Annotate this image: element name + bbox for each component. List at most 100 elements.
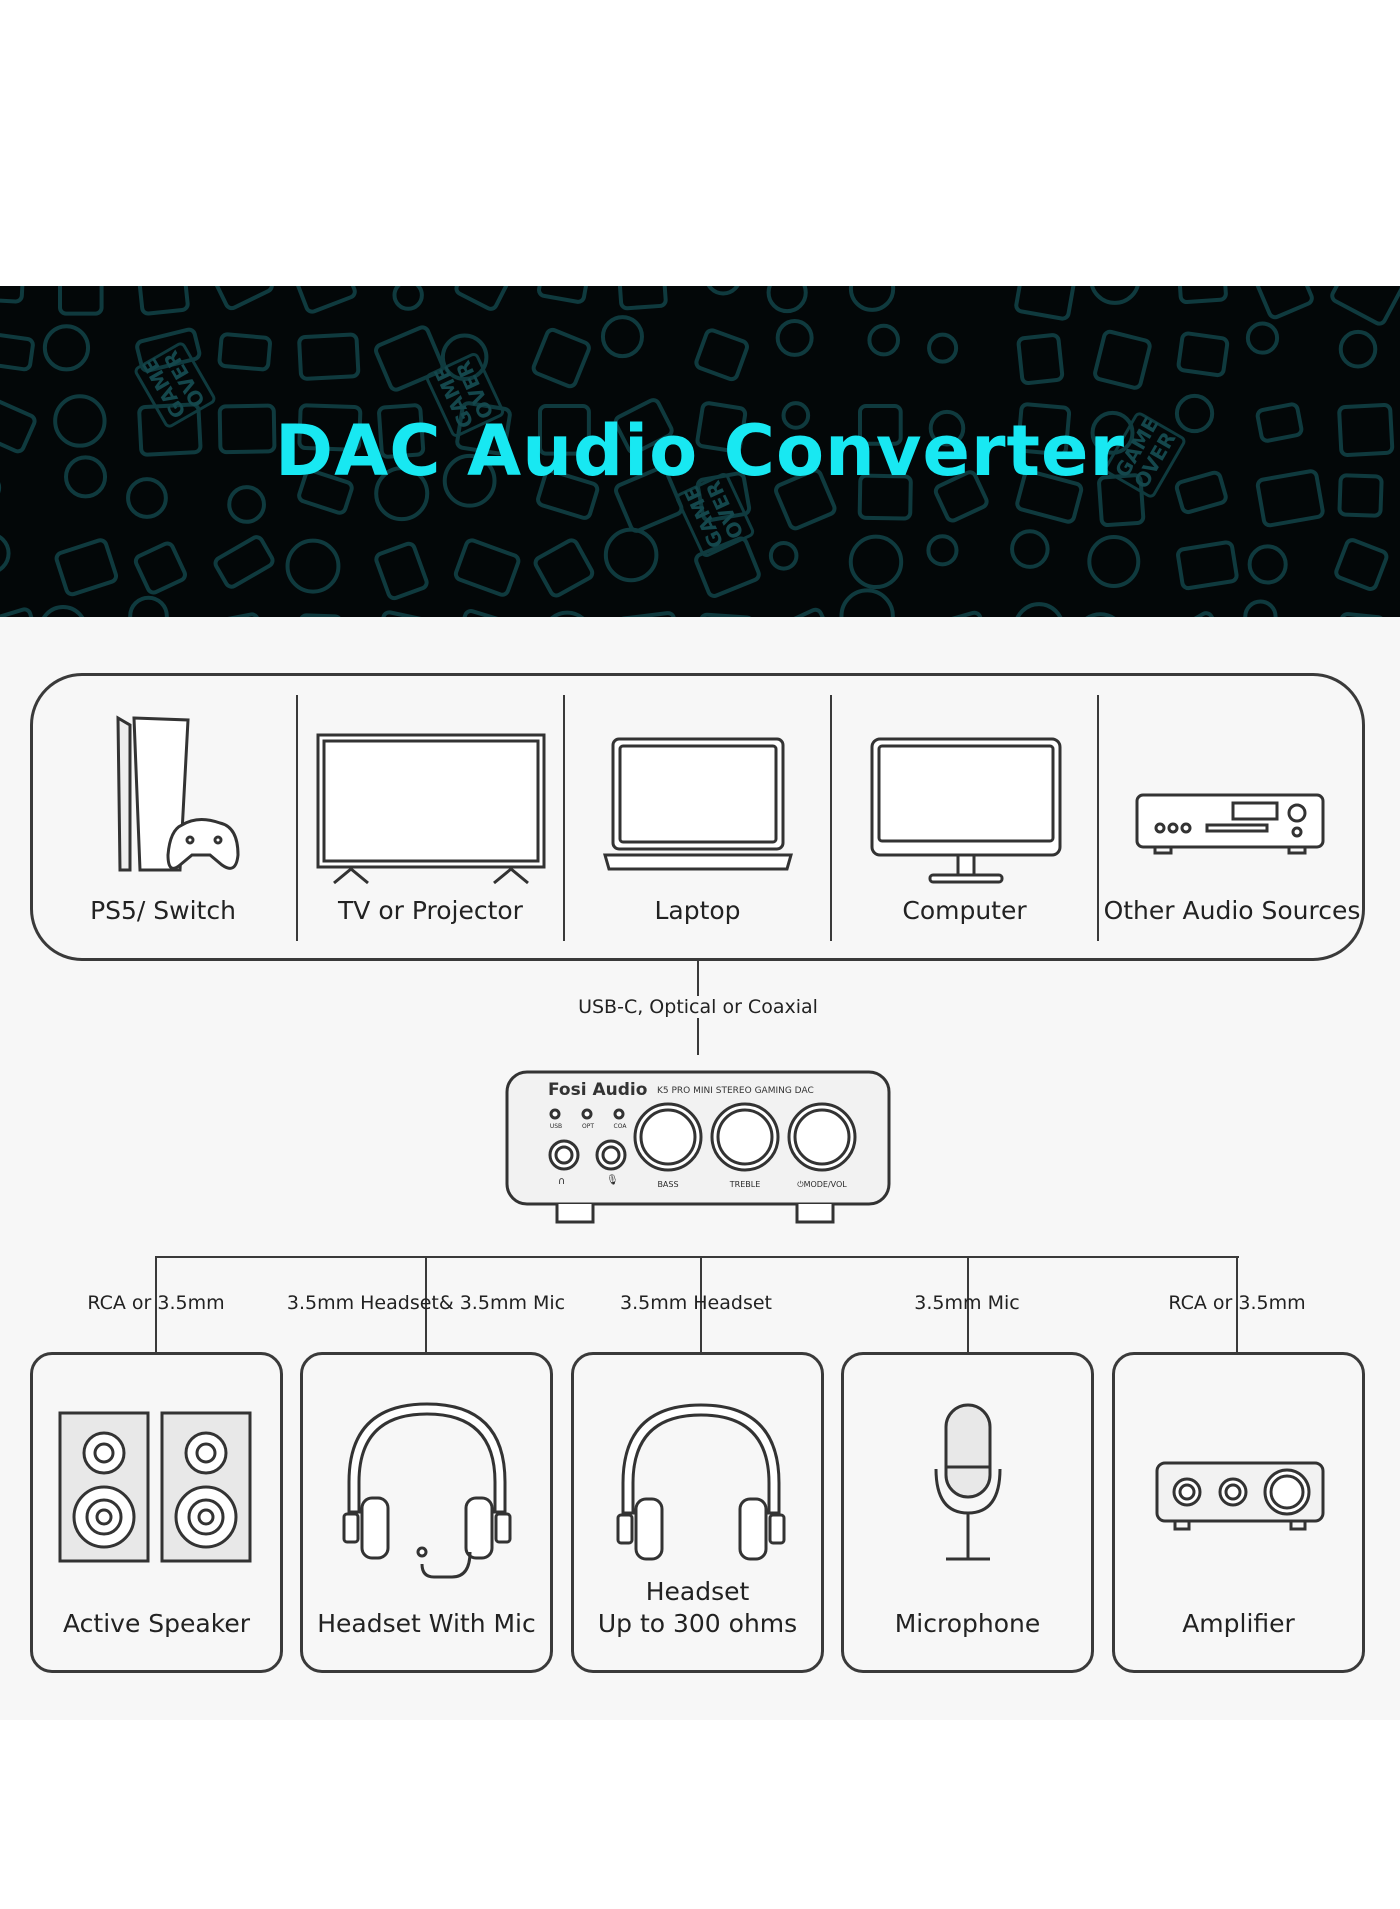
pattern-shape [537,286,590,304]
divider [1097,695,1099,941]
source-label-tv: TV or Projector [338,896,523,925]
pattern-shape [1176,540,1239,591]
game-pattern-background [0,286,1400,617]
divider [296,695,298,941]
pattern-shape [217,403,277,455]
pattern-shape [706,286,740,296]
pattern-shape [217,332,272,372]
speaker-icon [58,1411,252,1563]
pattern-shape [1255,402,1304,443]
pattern-shape [536,469,600,520]
page-title: DAC Audio Converter [275,410,1125,492]
pattern-shape [54,538,119,597]
banner: GAME OVER GAME OVER GAME OVER GAME OVER [0,286,1400,617]
pattern-shape [227,485,266,524]
pattern-shape [600,315,644,359]
pattern-shape [613,398,674,455]
pattern-shape [297,468,354,515]
output-connection-label: 3.5mm Headset& 3.5mm Mic [286,1292,566,1314]
output-line [1236,1256,1238,1352]
pattern-shape [533,538,595,598]
pattern-shape [297,332,361,381]
output-connection-label: 3.5mm Mic [914,1292,1020,1314]
pattern-shape [41,605,85,617]
pattern-shape [768,540,799,571]
output-label-amplifier: Amplifier [1182,1609,1295,1638]
pattern-shape [614,466,684,533]
pattern-shape [297,613,343,617]
knob-label-treble: TREBLE [729,1180,761,1189]
output-label-headset-mic: Headset With Mic [317,1609,536,1638]
pattern-shape [1010,529,1050,569]
pattern-shape [442,453,497,508]
pattern-shape [456,609,524,617]
knob-label-text: MODE/VOL [803,1180,847,1189]
pattern-shape [1337,473,1384,518]
pattern-shape [440,333,489,381]
pattern-shape [694,536,761,598]
pattern-shape [603,527,659,583]
pattern-shape [858,404,903,446]
pattern-shape [1174,393,1215,434]
pattern-shape [128,595,169,617]
source-label-computer: Computer [902,896,1027,925]
knob-label-mode-vol: ⏻MODE/VOL [797,1180,847,1189]
device-model: K5 PRO MINI STEREO GAMING DAC [657,1086,814,1096]
pattern-shape [135,327,202,373]
led-label-coa: COA [613,1123,627,1130]
pattern-shape [774,468,837,531]
source-label-ps5: PS5/ Switch [90,896,236,925]
pattern-shape [1090,286,1140,305]
pattern-shape [617,286,668,311]
pattern-shape [927,332,959,364]
pattern-shape [0,534,11,572]
pattern-shape [58,286,104,316]
pattern-shape [0,397,37,454]
device-brand: Fosi Audio [548,1080,648,1100]
pattern-shape [538,404,591,456]
pattern-shape [867,323,901,357]
pattern-shape [531,327,591,389]
pattern-shape [374,466,430,522]
audio-receiver-icon [1135,793,1325,855]
output-connection-label: RCA or 3.5mm [1168,1292,1306,1314]
headphones-icon [616,1403,786,1561]
amplifier-icon [1155,1461,1325,1531]
led-label-usb: USB [549,1123,563,1130]
pattern-shape [775,318,814,357]
pattern-shape [374,325,445,392]
pattern-shape [926,534,959,567]
microphone-icon [934,1403,1002,1561]
output-label-speaker: Active Speaker [63,1609,250,1638]
output-line [155,1256,157,1352]
pattern-shape [1016,333,1065,386]
pattern-shape [857,473,913,521]
pattern-shape [694,328,749,382]
source-label-other: Other Audio Sources [1103,896,1361,925]
output-bus-line [156,1256,1239,1258]
game-console-icon [116,715,240,872]
pattern-shape [848,286,896,312]
monitor-icon [870,737,1062,884]
pattern-shape [0,286,26,304]
pattern-shape [1014,286,1078,321]
output-line [425,1256,427,1352]
pattern-shape [766,286,808,314]
pattern-shape [1174,470,1228,515]
pattern-shape [1243,599,1278,617]
output-label-headset: Headset [645,1577,750,1606]
pattern-shape [297,403,363,452]
pattern-shape [0,331,35,372]
pattern-shape [42,324,91,372]
pattern-shape [53,394,107,448]
headset-mic-icon [342,1402,512,1579]
output-connection-label: 3.5mm Headset [620,1292,772,1314]
pattern-shape [697,612,755,617]
pattern-shape [1330,286,1400,326]
pattern-shape [848,534,904,590]
pattern-shape [1254,286,1314,320]
knob-label-bass: BASS [657,1180,679,1189]
pattern-shape [213,535,275,589]
pattern-shape [1016,402,1072,456]
laptop-icon [603,737,793,871]
